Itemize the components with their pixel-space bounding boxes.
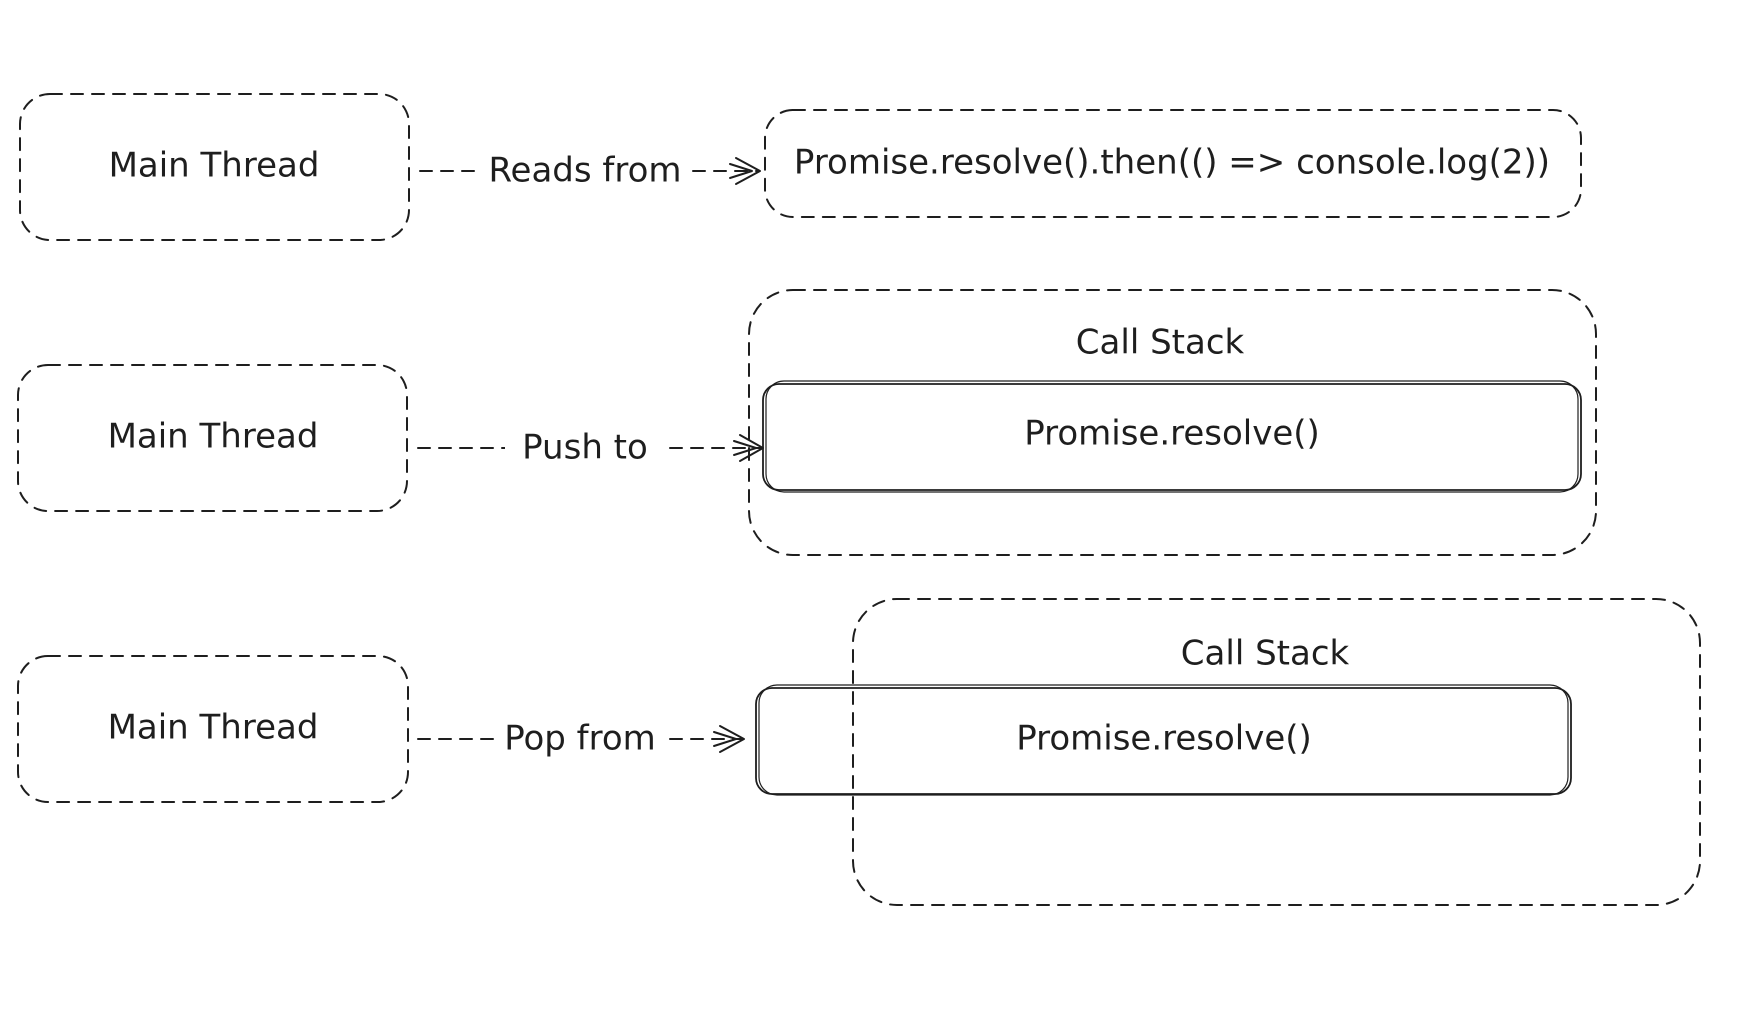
stack-item-label: Promise.resolve() (1016, 719, 1312, 759)
pop-from-label: Pop from (504, 719, 656, 759)
row-reads-from: Main Thread Reads from Promise.resolve()… (19, 93, 1582, 241)
stack-item-label: Promise.resolve() (1024, 414, 1320, 454)
main-thread-label: Main Thread (109, 146, 320, 186)
stack-item[interactable] (762, 383, 1582, 491)
stack-item[interactable] (755, 687, 1572, 795)
row-pop-from: Main Thread Pop from Call Stack Promise.… (17, 598, 1701, 906)
reads-from-arrow[interactable] (419, 146, 761, 196)
promise-code-label: Promise.resolve().then(() => console.log… (794, 143, 1550, 183)
row-push-to: Main Thread Push to Call Stack Promise.r… (17, 289, 1597, 556)
main-thread-node[interactable] (19, 93, 410, 241)
call-stack-title: Call Stack (1181, 634, 1350, 674)
push-to-arrow[interactable] (417, 423, 764, 473)
call-stack-title: Call Stack (1076, 323, 1245, 363)
main-thread-label: Main Thread (108, 417, 319, 457)
pop-from-arrow[interactable] (417, 714, 745, 764)
push-to-label: Push to (522, 428, 648, 468)
main-thread-label: Main Thread (108, 708, 319, 748)
call-stack-container[interactable] (852, 598, 1701, 906)
promise-code-node[interactable] (764, 109, 1582, 218)
main-thread-node[interactable] (17, 364, 408, 512)
reads-from-label: Reads from (488, 151, 681, 191)
call-stack-container[interactable] (748, 289, 1597, 556)
main-thread-node[interactable] (17, 655, 409, 803)
